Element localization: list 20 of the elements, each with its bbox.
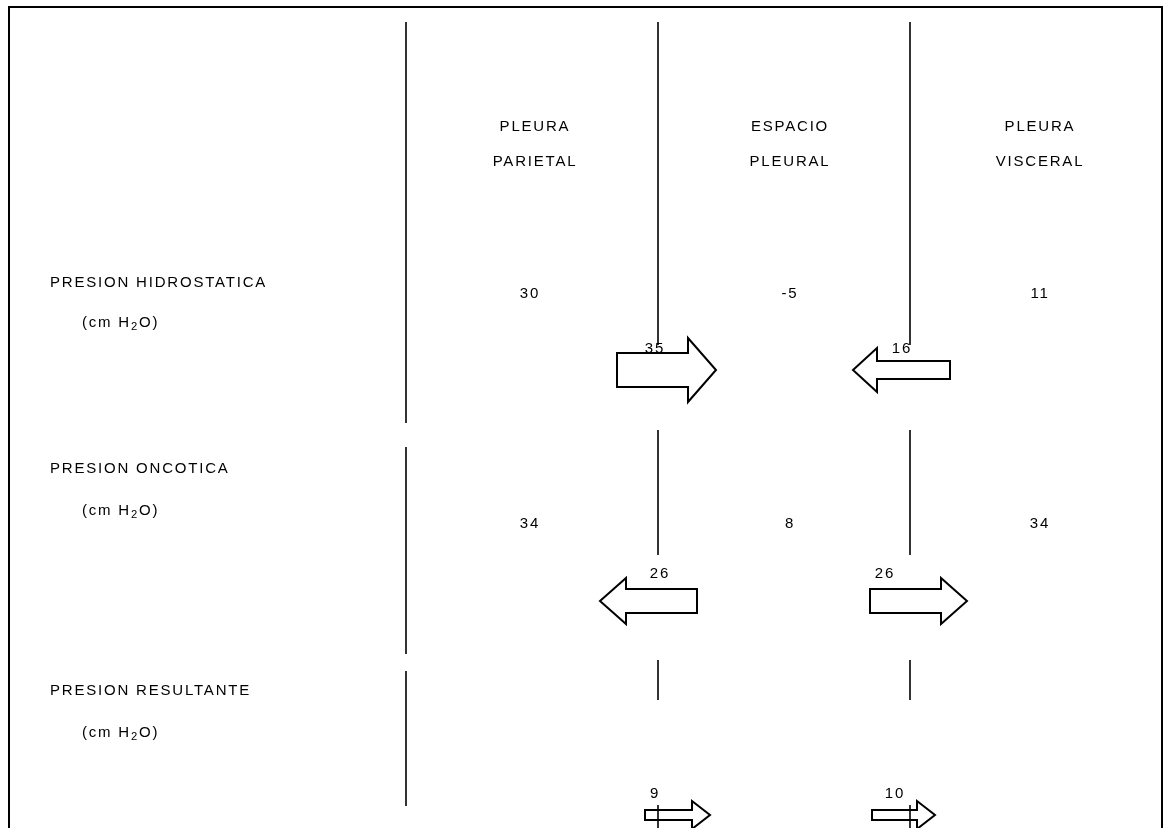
value-label: 11 (1029, 283, 1051, 303)
arrow-value: 10 (883, 783, 907, 803)
column-header: ESPACIO PLEURAL (748, 116, 832, 171)
arrow-value: 9 (648, 783, 662, 803)
unit-label: (cm H$_{2}$O) (82, 312, 160, 334)
column-header: PLEURA VISCERAL (994, 116, 1086, 171)
value-label: 34 (1028, 513, 1052, 533)
value-label: -5 (780, 283, 800, 303)
unit-label: (cm H$_{2}$O) (82, 500, 160, 522)
arrow-value: 26 (648, 563, 672, 583)
value-label: 8 (783, 513, 797, 533)
row-label: PRESION HIDROSTATICA (50, 272, 268, 292)
row-label: PRESION RESULTANTE (50, 680, 252, 700)
unit-label: (cm H$_{2}$O) (82, 722, 160, 744)
value-label: 34 (518, 513, 542, 533)
value-label: 30 (518, 283, 542, 303)
arrow-value: 26 (873, 563, 897, 583)
row-label: PRESION ONCOTICA (50, 458, 230, 478)
column-header: PLEURA PARIETAL (491, 116, 579, 171)
arrow-value: 16 (890, 338, 914, 358)
